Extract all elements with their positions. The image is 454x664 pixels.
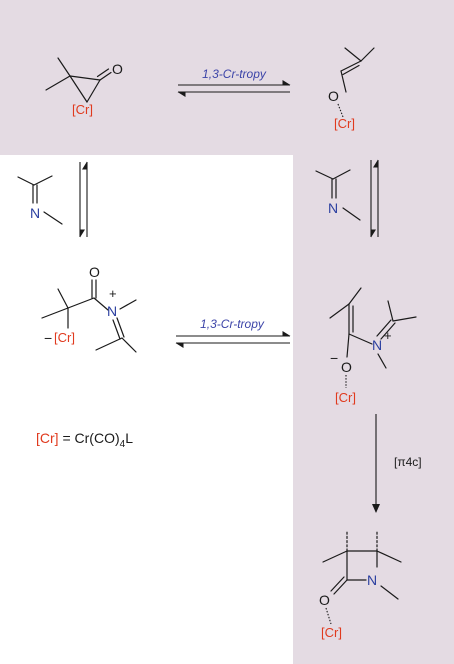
carbonyl-oxygen: O <box>112 61 123 77</box>
metal-label: [Cr] <box>54 330 75 345</box>
iminium-nitrogen: N <box>107 303 117 319</box>
cyclization-arrow: [π4c] <box>372 414 422 513</box>
imine-nitrogen: N <box>328 200 338 216</box>
ketene-complex: O [Cr] <box>328 47 375 131</box>
enolate-oxygen: O <box>341 359 352 375</box>
iminium-charge: + <box>109 286 117 301</box>
metal-definition-formula: = Cr(CO) <box>59 430 120 446</box>
lactam-nitrogen: N <box>367 572 377 588</box>
carbanion-charge: − <box>44 330 52 346</box>
ketene-oxygen: O <box>328 88 339 104</box>
metal-definition: [Cr] = Cr(CO)4L <box>36 430 133 450</box>
zwitterion-enolate-complex: N + O − [Cr] <box>329 287 417 405</box>
metal-label: [Cr] <box>335 390 356 405</box>
metal-definition-ligand: L <box>125 430 133 446</box>
metal-definition-subscript: 4 <box>120 439 126 450</box>
carbonyl-oxygen: O <box>89 264 100 280</box>
iminium-nitrogen: N <box>372 337 382 353</box>
arrow-label-pi4c: [π4c] <box>394 455 422 469</box>
arrow-label-cr-tropy: 1,3-Cr-tropy <box>202 67 267 81</box>
metal-label: [Cr] <box>334 116 355 131</box>
cyclopropanone-complex: O [Cr] <box>45 57 123 117</box>
enolate-charge: − <box>330 350 338 366</box>
equilibrium-arrow-middle: 1,3-Cr-tropy <box>175 317 291 348</box>
zwitterion-alkyl-complex: O N + − [Cr] <box>41 264 137 353</box>
imine-nitrogen: N <box>30 205 40 221</box>
lactam-oxygen: O <box>319 592 330 608</box>
imine-addition-left: N <box>17 161 88 238</box>
metal-label: [Cr] <box>72 102 93 117</box>
iminium-charge: + <box>384 328 392 343</box>
equilibrium-arrow-top: 1,3-Cr-tropy <box>177 67 291 97</box>
beta-lactam-complex: N O [Cr] <box>319 529 402 640</box>
metal-label: [Cr] <box>321 625 342 640</box>
arrow-label-cr-tropy: 1,3-Cr-tropy <box>200 317 265 331</box>
metal-definition-symbol: [Cr] <box>36 430 59 446</box>
imine-addition-right: N <box>315 159 379 238</box>
